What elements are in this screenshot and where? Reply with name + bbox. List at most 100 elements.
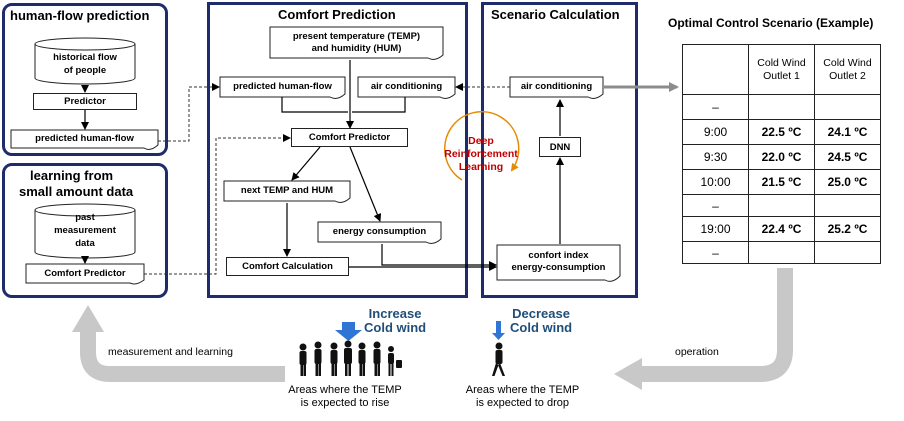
- next-temp-hum: next TEMP and HUM: [240, 185, 334, 196]
- next-temp-doc-shape: [223, 180, 351, 203]
- predicted-flow-comfort-doc-shape: [219, 76, 346, 99]
- historical-flow-line1: historical flow: [53, 52, 117, 63]
- dashed-arrow-predicted-flow: [158, 83, 220, 142]
- comfort-title: Comfort Prediction: [278, 7, 396, 22]
- air-conditioning-scenario-doc-shape: [509, 76, 604, 99]
- decrease-down-arrow: [492, 321, 505, 340]
- single-person-icon: [492, 342, 505, 376]
- past-measurement-database-icon: [34, 203, 136, 259]
- energy-doc-shape: [317, 221, 442, 244]
- table-cell: [748, 194, 815, 217]
- measurement-learning-label: measurement and learning: [108, 346, 233, 358]
- table-time-cell: –: [682, 241, 749, 264]
- present-temp-humidity: present temperature (TEMP) and humidity …: [270, 31, 443, 55]
- predictor-box: Predictor: [33, 93, 137, 110]
- comfort-predictor-box: Comfort Predictor: [291, 128, 408, 147]
- operation-arrowhead: [614, 358, 642, 390]
- energy-consumption: energy consumption: [332, 226, 427, 237]
- table-row: 19:00 22.4 ºC 25.2 ºC: [682, 216, 881, 242]
- comfort-calculation-box: Comfort Calculation: [226, 257, 349, 276]
- table-cell: 22.4 ºC: [748, 216, 815, 242]
- deep-reinforcement-learning-label: Deep Reinforcement Learning: [436, 135, 526, 174]
- past-db-line3: data: [75, 238, 95, 249]
- increase-line1: Increase: [368, 306, 422, 321]
- table-cell: 25.2 ºC: [814, 216, 881, 242]
- dashed-arrow-comfort-model: [144, 134, 291, 275]
- arrow-ac-to-predictor: [352, 97, 406, 113]
- drl-line2: Reinforcement: [444, 148, 518, 160]
- increase-line2: Cold wind: [364, 320, 427, 335]
- measurement-arrowhead: [72, 305, 104, 332]
- table-header-row: Cold Wind Outlet 1 Cold Wind Outlet 2: [682, 44, 881, 95]
- operation-label: operation: [675, 346, 719, 358]
- table-header-cell: Cold Wind Outlet 1: [748, 44, 815, 95]
- optimal-title: Optimal Control Scenario (Example): [668, 16, 874, 30]
- arrow-energy-to-index: [381, 244, 497, 269]
- table-row: –: [682, 194, 881, 217]
- past-db-line2: measurement: [54, 225, 116, 236]
- arrow-flow-to-predictor: [281, 97, 348, 113]
- table-cell: 22.0 ºC: [748, 144, 815, 170]
- comfort-air-conditioning: air conditioning: [370, 81, 443, 92]
- rise-line1: Areas where the TEMP: [288, 384, 402, 396]
- dnn-box: DNN: [539, 137, 581, 157]
- human-flow-title: human-flow prediction: [10, 8, 150, 23]
- drop-line1: Areas where the TEMP: [465, 384, 580, 396]
- table-cell: [748, 94, 815, 120]
- learning-comfort-predictor: Comfort Predictor: [44, 268, 126, 279]
- learning-title-line2: small amount data: [19, 184, 134, 199]
- people-group-icon: [299, 340, 402, 376]
- table-header-cell: [682, 44, 749, 95]
- optimal-scenario-table: Cold Wind Outlet 1 Cold Wind Outlet 2 – …: [682, 44, 881, 264]
- drl-cycle-arrow: [444, 110, 520, 181]
- table-cell: [814, 94, 881, 120]
- table-header-cell: Cold Wind Outlet 2: [814, 44, 881, 95]
- table-time-cell: 10:00: [682, 169, 749, 195]
- table-row: 10:00 21.5 ºC 25.0 ºC: [682, 169, 881, 195]
- scenario-title: Scenario Calculation: [491, 7, 620, 22]
- historical-flow-db-label: historical flow of people: [35, 51, 135, 77]
- present-line1: present temperature (TEMP): [292, 31, 421, 42]
- measurement-loop-arrow: [80, 330, 285, 382]
- past-db-line1: past: [75, 212, 95, 223]
- decrease-line1: Decrease: [512, 306, 570, 321]
- table-cell: 24.1 ºC: [814, 119, 881, 145]
- drl-line1: Deep: [468, 135, 494, 147]
- table-time-cell: 9:30: [682, 144, 749, 170]
- predicted-human-flow-doc-shape: [10, 129, 159, 150]
- scenario-air-conditioning: air conditioning: [520, 81, 593, 92]
- past-measurement-db-label: past measurement data: [35, 211, 135, 250]
- arrow-predictor-to-next: [291, 146, 321, 181]
- comfort-predicted-flow: predicted human-flow: [233, 81, 332, 92]
- table-cell: 21.5 ºC: [748, 169, 815, 195]
- comfort-predictor-doc-shape: [25, 263, 145, 285]
- operation-loop-arrow: [640, 268, 793, 382]
- temp-rise-area-label: Areas where the TEMP is expected to rise: [280, 384, 410, 410]
- drl-line3: Learning: [458, 161, 504, 173]
- decrease-cold-wind-label: Decrease Cold wind: [510, 307, 572, 335]
- table-cell: [814, 241, 881, 264]
- table-row: –: [682, 94, 881, 120]
- confort-index-energy: confort index energy-consumption: [497, 250, 620, 274]
- learning-title-line1: learning from: [30, 168, 114, 183]
- table-cell: [814, 194, 881, 217]
- predicted-human-flow-output: predicted human-flow: [35, 133, 134, 144]
- table-row: –: [682, 241, 881, 264]
- confort-line1: confort index: [528, 250, 589, 261]
- table-row: 9:00 22.5 ºC 24.1 ºC: [682, 119, 881, 145]
- table-row: 9:30 22.0 ºC 24.5 ºC: [682, 144, 881, 170]
- table-time-cell: 9:00: [682, 119, 749, 145]
- temp-drop-area-label: Areas where the TEMP is expected to drop: [455, 384, 590, 410]
- increase-cold-wind-label: Increase Cold wind: [364, 307, 426, 335]
- historical-flow-database-icon: [34, 37, 136, 85]
- air-conditioning-comfort-doc-shape: [357, 76, 456, 99]
- confort-line2: energy-consumption: [511, 262, 606, 273]
- historical-flow-line2: of people: [63, 65, 107, 76]
- table-cell: 22.5 ºC: [748, 119, 815, 145]
- table-time-cell: –: [682, 94, 749, 120]
- drop-line2: is expected to drop: [476, 397, 569, 409]
- table-time-cell: –: [682, 194, 749, 217]
- decrease-line2: Cold wind: [510, 320, 573, 335]
- present-line2: and humidity (HUM): [311, 43, 402, 54]
